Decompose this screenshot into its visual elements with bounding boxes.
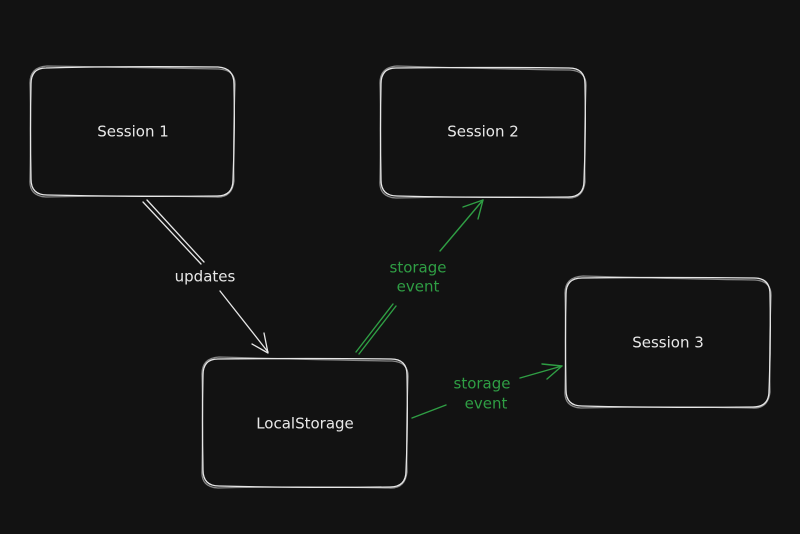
storage-event-arrow-1-lower — [355, 303, 394, 353]
storage-event-arrow-2-upper — [519, 365, 563, 379]
localstorage-label: LocalStorage — [256, 415, 354, 433]
storage-event-2-label-line2: event — [465, 395, 508, 413]
node-localstorage[interactable]: LocalStorage — [201, 356, 409, 489]
session-1-label: Session 1 — [97, 123, 169, 141]
updates-arrow-line-double — [146, 199, 205, 263]
storage-event-arrow-1-head — [462, 199, 484, 220]
updates-label: updates — [175, 268, 236, 286]
session-3-label: Session 3 — [632, 334, 704, 352]
edge-storage-event-session-3: storage event — [411, 363, 563, 419]
node-session-1[interactable]: Session 1 — [29, 65, 236, 198]
updates-arrow-line-lower — [219, 290, 269, 353]
storage-event-1-label-line2: event — [397, 278, 440, 296]
storage-event-arrow-1-upper — [439, 199, 484, 252]
updates-arrow-head — [251, 332, 269, 354]
node-session-3[interactable]: Session 3 — [564, 275, 772, 409]
storage-event-2-label-line1: storage — [454, 375, 511, 393]
storage-event-arrow-1-lower-double — [358, 305, 397, 355]
session-2-box-sketch — [379, 65, 587, 199]
node-session-2[interactable]: Session 2 — [379, 65, 587, 199]
storage-event-arrow-2-head — [541, 363, 563, 380]
session-2-label: Session 2 — [447, 123, 519, 141]
edge-updates: updates — [142, 199, 269, 354]
localstorage-box-sketch — [201, 356, 409, 489]
edge-storage-event-session-2: storage event — [355, 199, 484, 355]
session-3-box-sketch — [564, 275, 772, 409]
storage-event-arrow-2-lower — [411, 404, 447, 419]
storage-event-1-label-line1: storage — [390, 259, 447, 277]
updates-arrow-line — [142, 201, 202, 265]
session-1-box-sketch — [29, 65, 236, 198]
